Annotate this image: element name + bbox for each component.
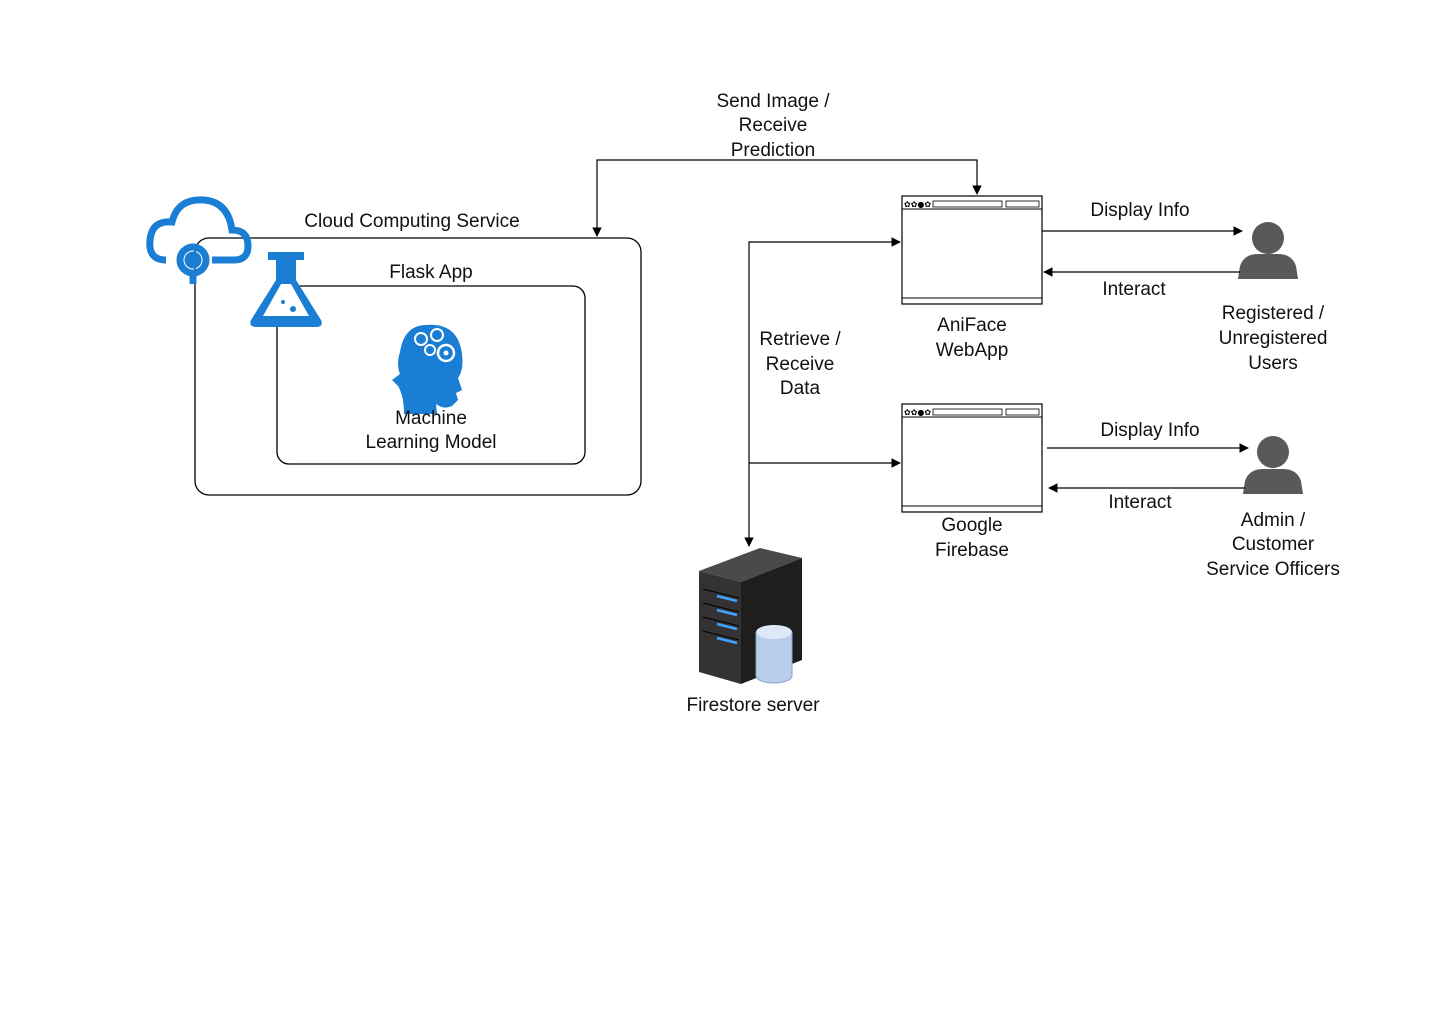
aniface-webapp-window: ✿✿●✿ [901, 195, 1043, 305]
person-icon [1238, 222, 1298, 279]
send-image-label-line3: Prediction [731, 140, 816, 161]
flask-icon [250, 252, 322, 327]
retrieve-data-connector [744, 237, 901, 547]
google-firebase-window: ✿✿●✿ [901, 403, 1043, 513]
flask-app-container [276, 285, 586, 465]
firebase-label-line2: Firebase [935, 540, 1009, 561]
aniface-label-line2: WebApp [936, 340, 1009, 361]
aniface-label-line1: AniFace [937, 315, 1007, 336]
svg-text:✿✿●✿: ✿✿●✿ [904, 200, 931, 209]
cloud-computing-service-container [194, 237, 642, 496]
firestore-server-label: Firestore server [686, 695, 820, 716]
interact-top-label: Interact [1102, 279, 1166, 300]
person-icon [1243, 436, 1303, 494]
ml-model-label-line1: Machine [395, 408, 467, 429]
admin-label-line2: Customer [1232, 534, 1315, 555]
database-icon [755, 625, 793, 684]
cloud-icon [146, 196, 252, 284]
admin-label-line1: Admin / [1241, 510, 1306, 531]
admin-label-line3: Service Officers [1206, 559, 1340, 580]
retrieve-label-line3: Data [780, 378, 821, 399]
send-image-label-line1: Send Image / [716, 91, 830, 112]
users-label-line2: Unregistered [1219, 328, 1328, 349]
users-label-line1: Registered / [1222, 303, 1325, 324]
send-image-label-line2: Receive [739, 115, 808, 136]
display-info-bottom-label: Display Info [1100, 420, 1199, 441]
svg-text:✿✿●✿: ✿✿●✿ [904, 408, 931, 417]
retrieve-label-line1: Retrieve / [759, 329, 841, 350]
flask-app-label: Flask App [389, 262, 472, 283]
firebase-label-line1: Google [941, 515, 1002, 536]
brain-head-icon [392, 324, 463, 414]
retrieve-label-line2: Receive [766, 354, 835, 375]
display-info-top-label: Display Info [1090, 200, 1189, 221]
cloud-computing-service-label: Cloud Computing Service [304, 211, 519, 232]
ml-model-label-line2: Learning Model [366, 432, 497, 453]
interact-bottom-label: Interact [1108, 492, 1172, 513]
send-image-connector [592, 159, 982, 237]
users-label-line3: Users [1248, 353, 1298, 374]
